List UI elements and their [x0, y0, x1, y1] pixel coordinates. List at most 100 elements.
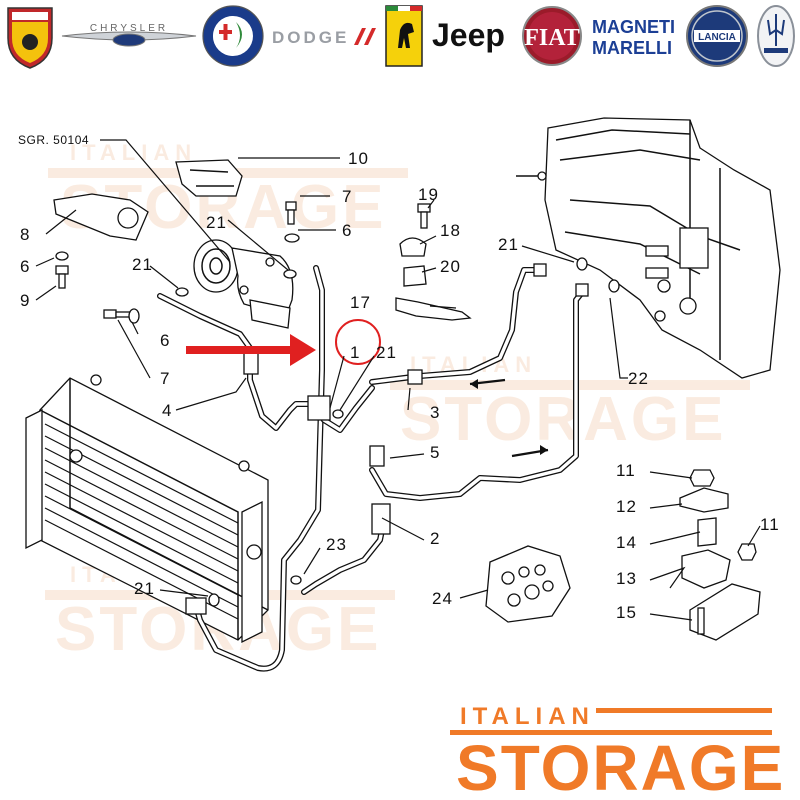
ferrari-logo [385, 5, 423, 67]
o-ring-21 [290, 575, 302, 585]
magneti-marelli-logo: MAGNETI MARELLI [592, 17, 675, 58]
pipe-fitting [533, 263, 547, 277]
bolt-15 [697, 607, 705, 635]
gasket-kit-24 [485, 545, 571, 623]
pipe-bracket [371, 503, 391, 535]
leader-lines [35, 139, 761, 621]
chrysler-logo: CHRYSLER [61, 23, 197, 47]
o-ring-21 [332, 409, 344, 419]
dodge-wordmark: DODGE [272, 28, 349, 47]
lancia-wordmark: LANCIA [698, 32, 736, 43]
fiat-logo: FIAT [522, 6, 582, 66]
lancia-logo: LANCIA [686, 5, 748, 67]
callout-7: 7 [160, 369, 170, 388]
callout-4: 4 [162, 401, 172, 420]
pipe-fitting [243, 351, 259, 375]
spacer-14 [697, 517, 717, 547]
callout-3: 3 [430, 403, 440, 422]
callout-11: 11 [616, 461, 636, 480]
callout-15: 15 [616, 603, 637, 622]
callout-6: 6 [342, 221, 352, 240]
bracket-15 [689, 583, 761, 641]
callout-21: 21 [206, 213, 227, 232]
nut-11 [737, 543, 757, 561]
pressure-switch [369, 445, 385, 467]
o-ring-21 [283, 269, 297, 279]
washer-6 [284, 233, 300, 243]
bracket-8 [53, 193, 149, 241]
bracket-12 [679, 487, 729, 513]
highlight-marker [186, 319, 381, 366]
flow-arrows [469, 378, 549, 458]
callout-12: 12 [616, 497, 637, 516]
pipe-fitting [185, 597, 207, 615]
alfa-romeo-logo [202, 5, 264, 67]
callout-9: 9 [20, 291, 30, 310]
brand-logo-row: CHRYSLER DODGE Jeep [7, 5, 795, 69]
callout-20: 21 [498, 235, 519, 254]
bolt-7 [285, 201, 297, 225]
callout-18: 19 [418, 185, 439, 204]
callout-24: 24 [432, 589, 453, 608]
o-ring-22 [608, 279, 620, 293]
watermark-text: ITALIAN [70, 140, 197, 165]
bolt-18 [417, 203, 431, 229]
brand-bar [596, 708, 772, 713]
callout-8: 8 [20, 225, 30, 244]
callout-16: 17 [350, 293, 371, 312]
callout-13: 13 [616, 569, 637, 588]
callout-14: 14 [616, 533, 637, 552]
marelli-wordmark: MARELLI [592, 38, 672, 58]
maserati-logo [757, 5, 795, 67]
washer-6 [128, 308, 140, 324]
callout-6: 6 [160, 331, 170, 350]
callout-21: 21 [134, 579, 155, 598]
brand-line1: ITALIAN [460, 703, 595, 730]
refrigerant-pipes [157, 263, 589, 672]
dodge-logo: DODGE [272, 28, 376, 47]
callout-21: 21 [132, 255, 153, 274]
callout-2: 2 [430, 529, 440, 548]
small-parts [53, 159, 761, 641]
fiat-wordmark: FIAT [524, 25, 580, 51]
washer-6 [55, 251, 69, 261]
condenser [25, 374, 269, 644]
callout-21: 21 [376, 343, 397, 362]
callout-7: 7 [342, 187, 352, 206]
italian-storage-brand: ITALIAN STORAGE [450, 703, 785, 800]
pipe-bracket [307, 395, 331, 421]
callout-22: 22 [628, 369, 649, 388]
bracket-16 [395, 297, 472, 321]
bracket-10 [175, 159, 243, 197]
brand-bar [450, 730, 772, 735]
callout-11: 11 [760, 515, 780, 534]
o-ring-21 [208, 593, 220, 607]
compressor [193, 239, 294, 329]
mount-13 [681, 549, 731, 589]
clip-17 [399, 237, 427, 257]
callout-1: 1 [350, 343, 360, 362]
callout-6: 6 [20, 257, 30, 276]
highlight-circle [335, 319, 381, 365]
diagram-reference: SGR. 50104 [18, 133, 89, 147]
callout-labels: SGR. 50104 10 7 6 21 8 6 9 21 6 7 4 1 21… [18, 133, 780, 622]
grommet-19 [403, 265, 427, 287]
bolt-9 [55, 265, 69, 289]
callout-10: 10 [348, 149, 369, 168]
brand-line2: STORAGE [456, 732, 785, 800]
watermark-text: STORAGE [400, 385, 726, 454]
nut-11 [689, 469, 715, 487]
jeep-logo: Jeep [432, 17, 505, 53]
evaporator-housing [516, 117, 781, 379]
chrysler-wordmark: CHRYSLER [90, 23, 168, 34]
pipe-fitting [407, 369, 423, 385]
red-arrow-icon [186, 334, 316, 366]
pipe-fitting [575, 283, 589, 297]
o-ring-20 [576, 257, 588, 271]
callout-23: 23 [326, 535, 347, 554]
bolt-7 [103, 309, 133, 319]
magneti-wordmark: MAGNETI [592, 17, 675, 37]
watermark-bar [390, 380, 750, 390]
callout-5: 5 [430, 443, 440, 462]
